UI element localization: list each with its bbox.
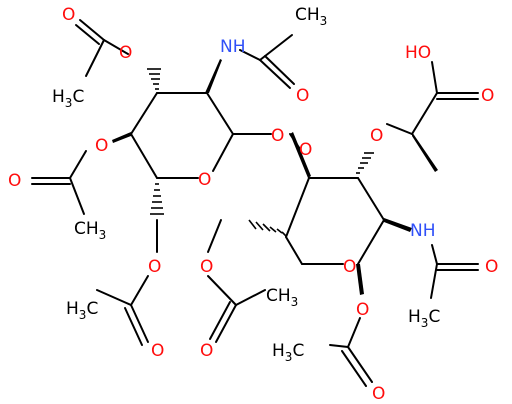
ring-b-oxygen: O [343, 257, 356, 277]
ring-b-substituents [207, 61, 479, 387]
methyl-ring-b-o6: CH3 [266, 286, 298, 309]
ring-b-amide-carbonyl-oxygen: O [485, 257, 498, 277]
methyl-ring-a-o6: H3C [66, 299, 98, 322]
methyl-ring-a-o4: CH3 [74, 219, 106, 242]
ring-b-o6-ester-oxygen: O [200, 257, 213, 277]
ring-b-o6-carbonyl-oxygen: O [200, 341, 213, 361]
atom-labels: O O O O O O O O O O O O O O O O O O NH N… [8, 5, 498, 404]
ring-b-o1-carbonyl-oxygen: O [372, 384, 385, 404]
carboxyl-hydroxyl: HO [405, 43, 431, 63]
ring-a-amide-nitrogen: NH [220, 37, 246, 57]
ring-a-o4-carbonyl-oxygen: O [8, 171, 21, 191]
ring-a-substituents [31, 19, 295, 346]
glycosidic-oxygen: O [271, 126, 284, 146]
methyl-ring-b-o1: H3C [272, 341, 304, 364]
glycosidic-wedge [290, 132, 311, 178]
methyl-ring-a-o3: H3C [52, 87, 84, 110]
ring-b [285, 177, 385, 265]
methyl-ring-b-amide: H3C [408, 307, 440, 330]
methyl-ring-a-amide: CH3 [295, 5, 327, 28]
ring-b-o4-glycosidic-oxygen: O [299, 140, 312, 160]
ring-b-o1-ester-oxygen: O [356, 300, 369, 320]
ring-b-amide-nitrogen: NH [410, 221, 436, 241]
ring-a-o6-carbonyl-oxygen: O [151, 341, 164, 361]
lactyl-ether-oxygen: O [370, 126, 383, 146]
ring-a-oxygen: O [198, 170, 211, 190]
ring-a-o6-ester-oxygen: O [148, 257, 161, 277]
ring-a-o3-ester-oxygen: O [119, 43, 132, 63]
ring-a-o4-ester-oxygen: O [95, 136, 108, 156]
carboxyl-carbonyl-oxygen: O [481, 86, 494, 106]
ring-a [130, 92, 234, 179]
ring-a-amide-carbonyl-oxygen: O [296, 86, 309, 106]
ring-a-o3-carbonyl-oxygen: O [62, 5, 75, 25]
